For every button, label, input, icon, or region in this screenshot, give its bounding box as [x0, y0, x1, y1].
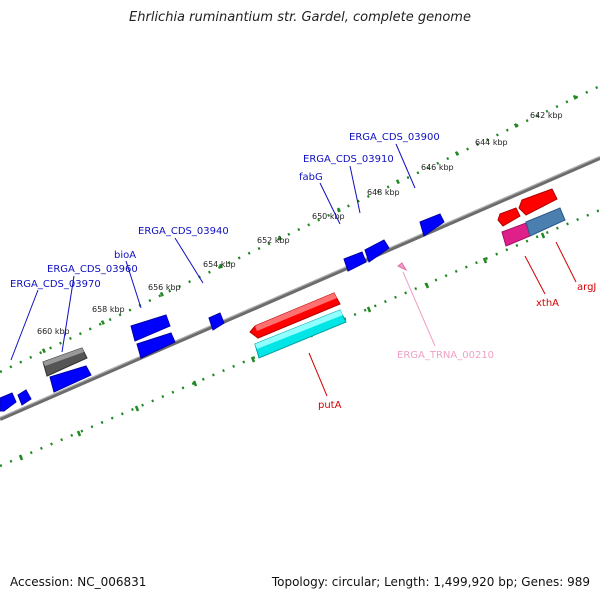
- accession-text: Accession: NC_006831: [10, 575, 147, 589]
- label-putA: putA: [318, 400, 342, 411]
- label-cds-03970: ERGA_CDS_03970: [10, 279, 101, 290]
- xthA-feature-a: [497, 207, 521, 227]
- cds-03900-feature: [419, 213, 445, 237]
- argJ-feature-b: [525, 207, 566, 237]
- gray-feature: [42, 347, 88, 377]
- label-bioA: bioA: [114, 250, 136, 261]
- bioA-feature-a: [130, 314, 171, 342]
- tick-label-644: 644 kbp: [475, 138, 508, 147]
- xthA-feature-b: [501, 222, 531, 247]
- cds-03910-feature-b: [343, 251, 367, 272]
- label-xthA: xthA: [536, 298, 559, 309]
- tick-label-650: 650 kbp: [312, 212, 345, 221]
- tick-label-642: 642 kbp: [530, 111, 563, 120]
- tick-label-658: 658 kbp: [92, 305, 125, 314]
- tick-label-652: 652 kbp: [257, 236, 290, 245]
- label-leaders: [10, 143, 577, 397]
- trna-00210-feature: [397, 262, 408, 272]
- upper-major-ticks: [41, 94, 577, 354]
- label-cds-03940: ERGA_CDS_03940: [138, 226, 229, 237]
- upper-ruler: [0, 84, 600, 374]
- label-cds-03960: ERGA_CDS_03960: [47, 264, 138, 275]
- cds-03970-feature-a: [0, 392, 17, 412]
- cds-03960-feature: [49, 365, 92, 393]
- genome-backbone: [0, 156, 600, 421]
- bioA-feature-b: [136, 332, 176, 359]
- tick-label-656: 656 kbp: [148, 283, 181, 292]
- argJ-feature-a: [518, 188, 558, 216]
- putA-complement-highlight: [255, 310, 343, 349]
- tick-label-646: 646 kbp: [421, 163, 454, 172]
- cds-03970-feature-b: [17, 389, 32, 406]
- genome-summary-text: Topology: circular; Length: 1,499,920 bp…: [271, 575, 590, 589]
- cds-03910-feature-a: [364, 239, 390, 263]
- genome-backbone-highlight: [0, 156, 600, 418]
- gray-feature-highlight: [43, 348, 84, 366]
- map-title: Ehrlichia ruminantium str. Gardel, compl…: [129, 10, 471, 25]
- tick-label-660: 660 kbp: [37, 327, 70, 336]
- label-cds-03900: ERGA_CDS_03900: [349, 132, 440, 143]
- label-trna-00210: ERGA_TRNA_00210: [397, 350, 494, 361]
- cds-features: [0, 213, 445, 412]
- label-fabG: fabG: [299, 172, 323, 183]
- cds-03940-feature: [208, 312, 225, 331]
- label-cds-03910: ERGA_CDS_03910: [303, 154, 394, 165]
- tick-label-648: 648 kbp: [367, 188, 400, 197]
- label-argJ: argJ: [577, 282, 596, 293]
- putA-feature-highlight: [255, 293, 337, 331]
- tick-label-654: 654 kbp: [203, 260, 236, 269]
